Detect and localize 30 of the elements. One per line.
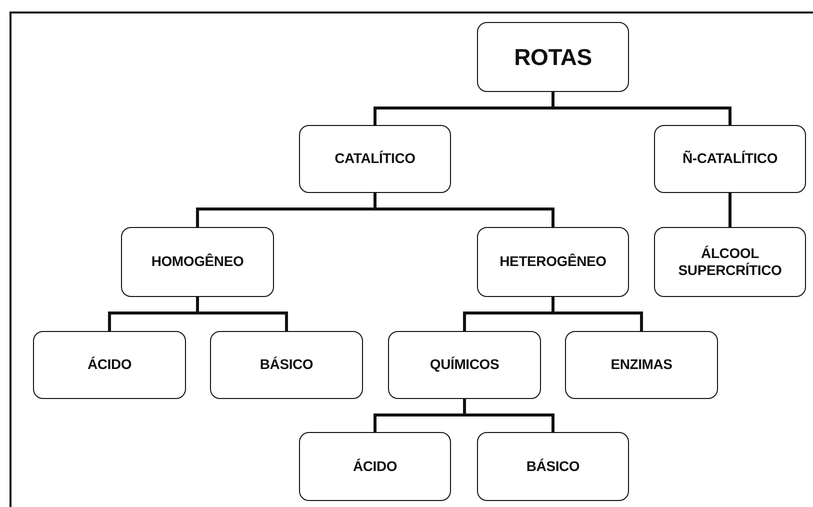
root-box xyxy=(477,22,629,92)
connector-line xyxy=(196,297,288,331)
box-label: Ñ-CATALÍTICO xyxy=(682,150,778,168)
box-label: ÁCIDO xyxy=(87,356,132,374)
box-label: QUÍMICOS xyxy=(430,356,500,374)
box-label: ROTAS xyxy=(514,42,592,72)
box-label: ÁCIDO xyxy=(352,458,398,476)
category-box xyxy=(121,227,274,297)
box-label: BÁSICO xyxy=(526,458,580,476)
category-box xyxy=(477,227,629,297)
category-box xyxy=(565,331,718,399)
category-box xyxy=(388,331,541,399)
box-label: BÁSICO xyxy=(260,356,314,374)
category-box xyxy=(654,125,806,193)
category-box xyxy=(33,331,186,399)
connector-line xyxy=(463,399,554,432)
category-box xyxy=(654,227,806,297)
box-label: CATALÍTICO xyxy=(334,150,416,168)
category-box xyxy=(299,432,451,501)
connector-line xyxy=(552,92,732,125)
box-label: ENZIMAS xyxy=(610,356,672,374)
connector-line xyxy=(374,193,554,227)
box-label: ÁLCOOL SUPERCRÍTICO xyxy=(677,244,783,280)
category-box xyxy=(210,331,363,399)
connector-line xyxy=(728,193,732,227)
category-box xyxy=(299,125,451,193)
category-box xyxy=(477,432,629,501)
connector-line xyxy=(552,297,643,331)
box-label: HOMOGÊNEO xyxy=(151,253,244,271)
box-label: HETEROGÊNEO xyxy=(500,253,606,271)
